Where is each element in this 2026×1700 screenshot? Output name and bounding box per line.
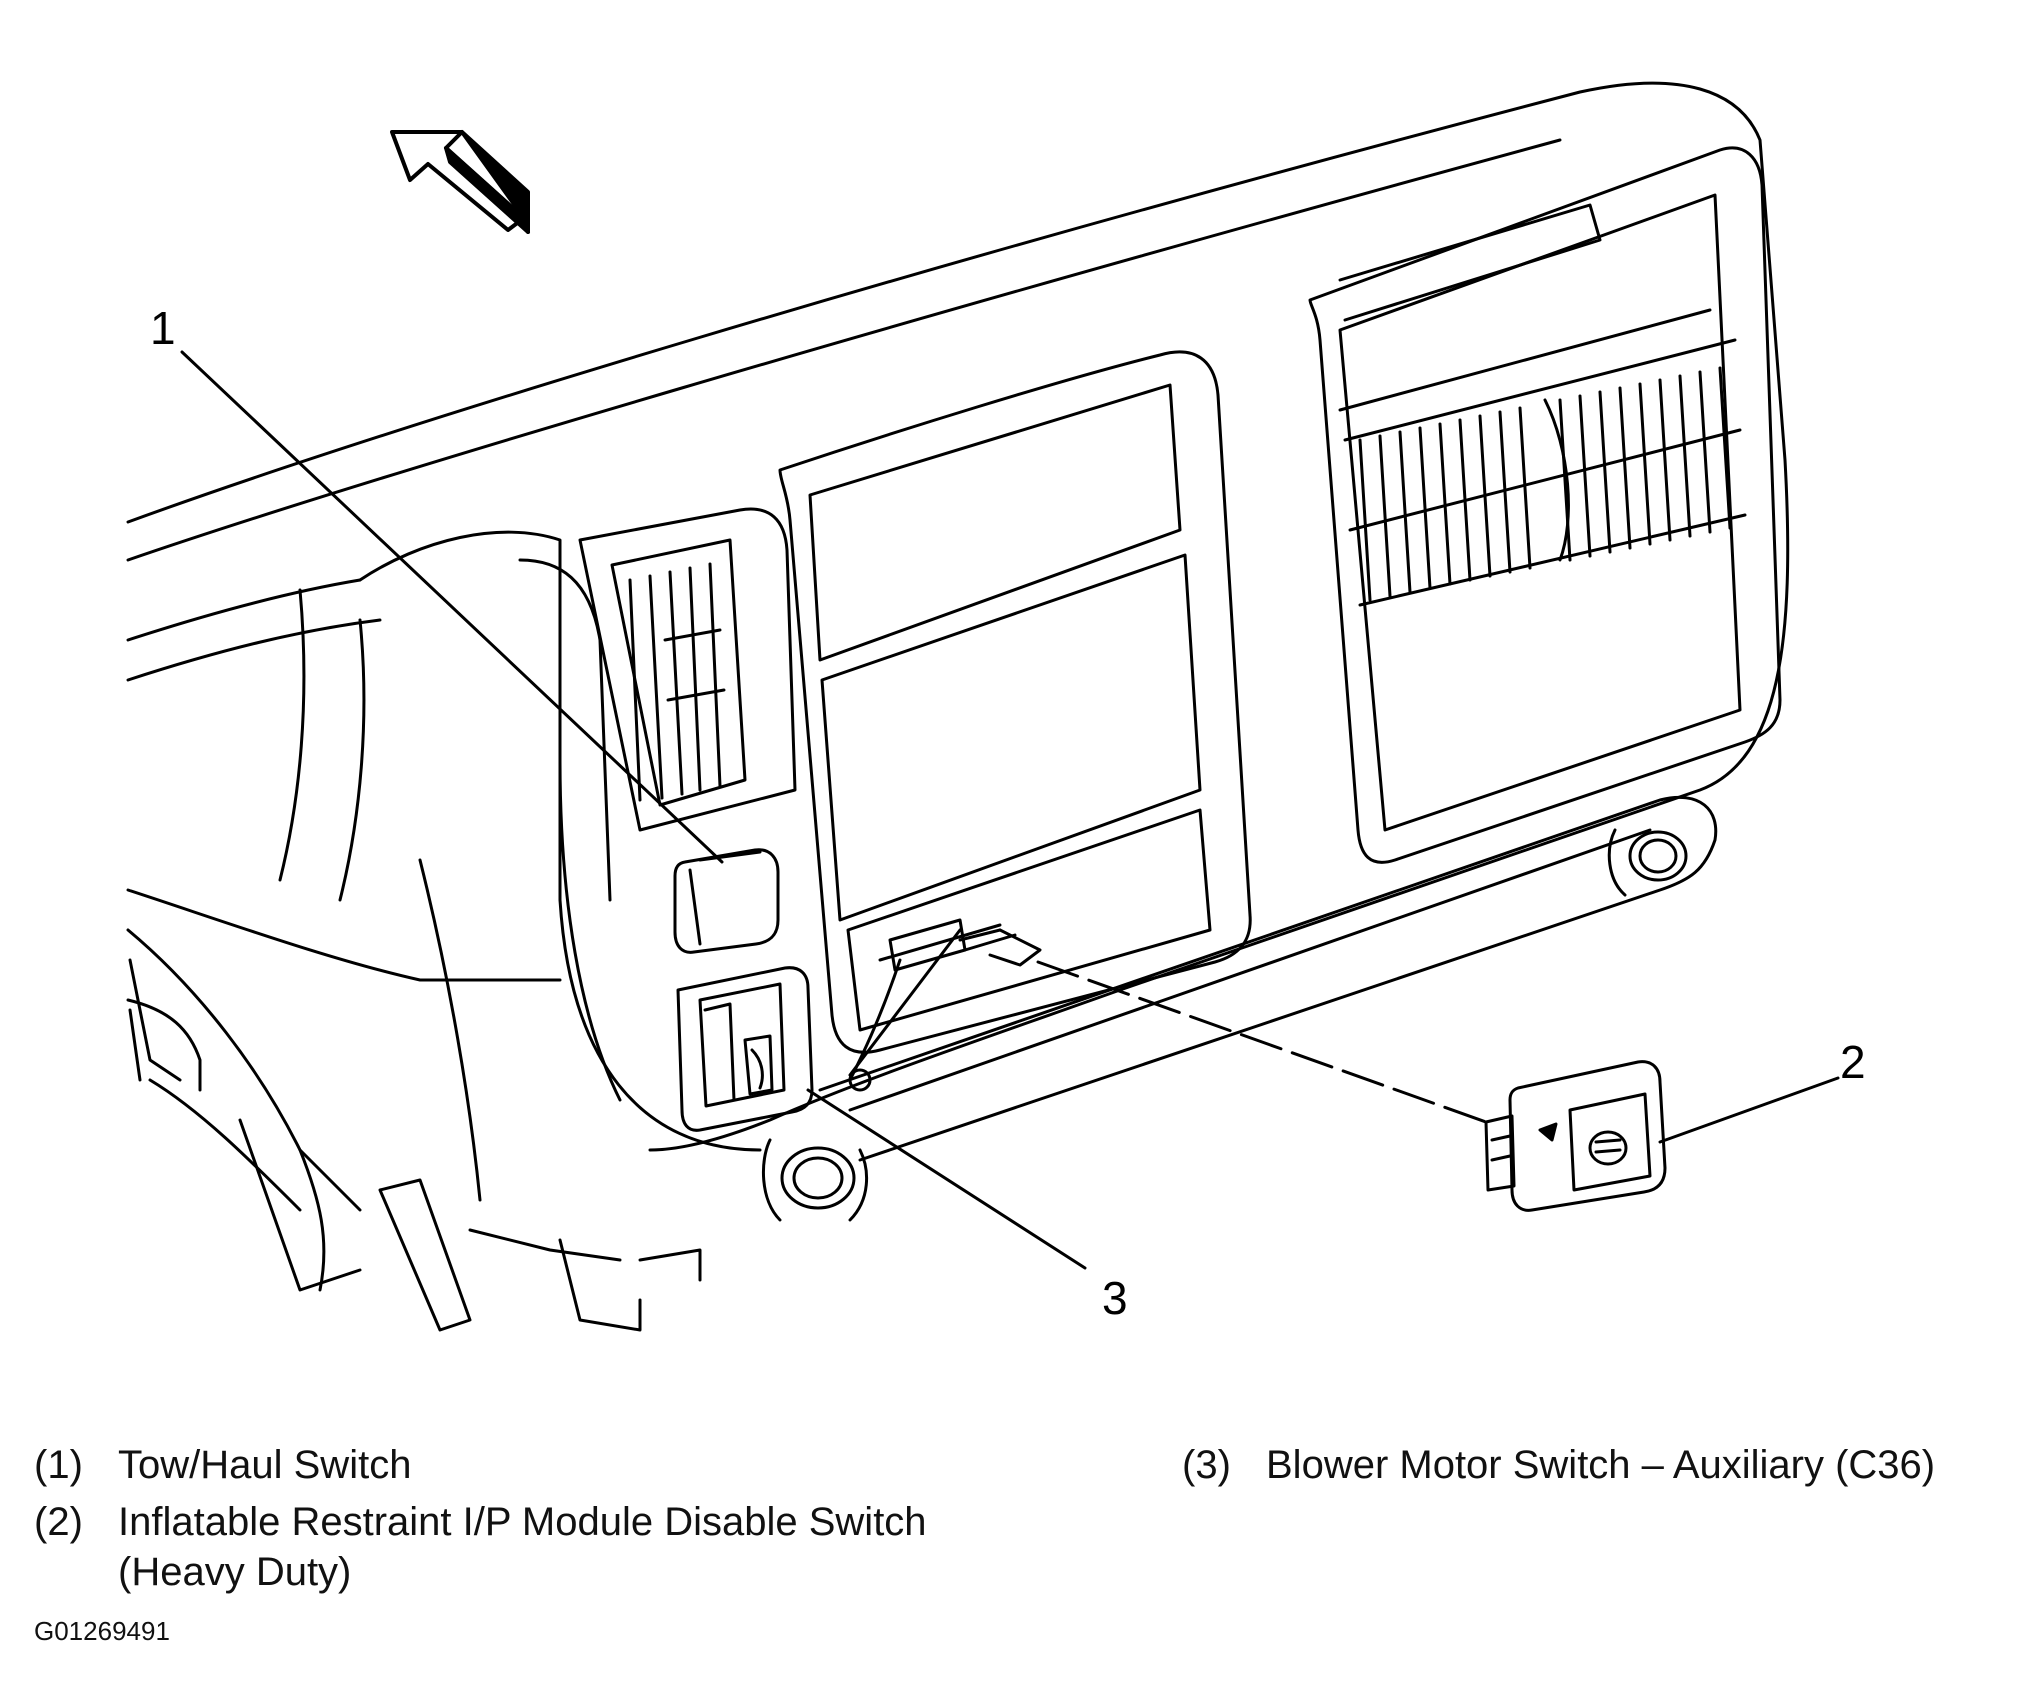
radio-opening <box>778 350 1252 1054</box>
legend-number: (1) <box>34 1443 83 1487</box>
leader-line-2-dash <box>1036 960 1488 1124</box>
leader-line-3 <box>806 1088 1087 1270</box>
blower-motor-switch <box>676 966 814 1132</box>
leader-line-2 <box>1658 1076 1840 1144</box>
lower-bezel <box>761 795 1718 1222</box>
leader-lines <box>180 350 1840 1270</box>
callout-2: 2 <box>1840 1036 1866 1088</box>
right-air-vent <box>1308 146 1782 864</box>
legend-text: Tow/Haul Switch <box>118 1443 412 1487</box>
legend-number: (3) <box>1182 1443 1231 1487</box>
legend-item-airbag-disable-switch: (2) Inflatable Restraint I/P Module Disab… <box>34 1497 938 1597</box>
tow-haul-switch <box>673 848 780 954</box>
connector-harness <box>848 918 1042 1092</box>
callout-3: 3 <box>1102 1272 1128 1324</box>
legend-text: Blower Motor Switch – Auxiliary (C36) <box>1266 1443 1936 1487</box>
left-air-vent <box>578 507 797 832</box>
dashboard-outline <box>126 81 1790 1332</box>
legend-item-tow-haul-switch: (1) Tow/Haul Switch <box>34 1440 411 1490</box>
direction-arrow-icon <box>390 130 530 234</box>
legend-item-blower-motor-switch: (3) Blower Motor Switch – Auxiliary (C36) <box>1182 1440 1935 1490</box>
legend-number: (2) <box>34 1500 83 1544</box>
legend-text: Inflatable Restraint I/P Module Disable … <box>118 1500 927 1594</box>
callout-1: 1 <box>150 302 176 354</box>
figure-id: G01269491 <box>34 1616 170 1646</box>
airbag-disable-switch <box>1484 1060 1667 1212</box>
leader-line-1 <box>180 350 724 864</box>
